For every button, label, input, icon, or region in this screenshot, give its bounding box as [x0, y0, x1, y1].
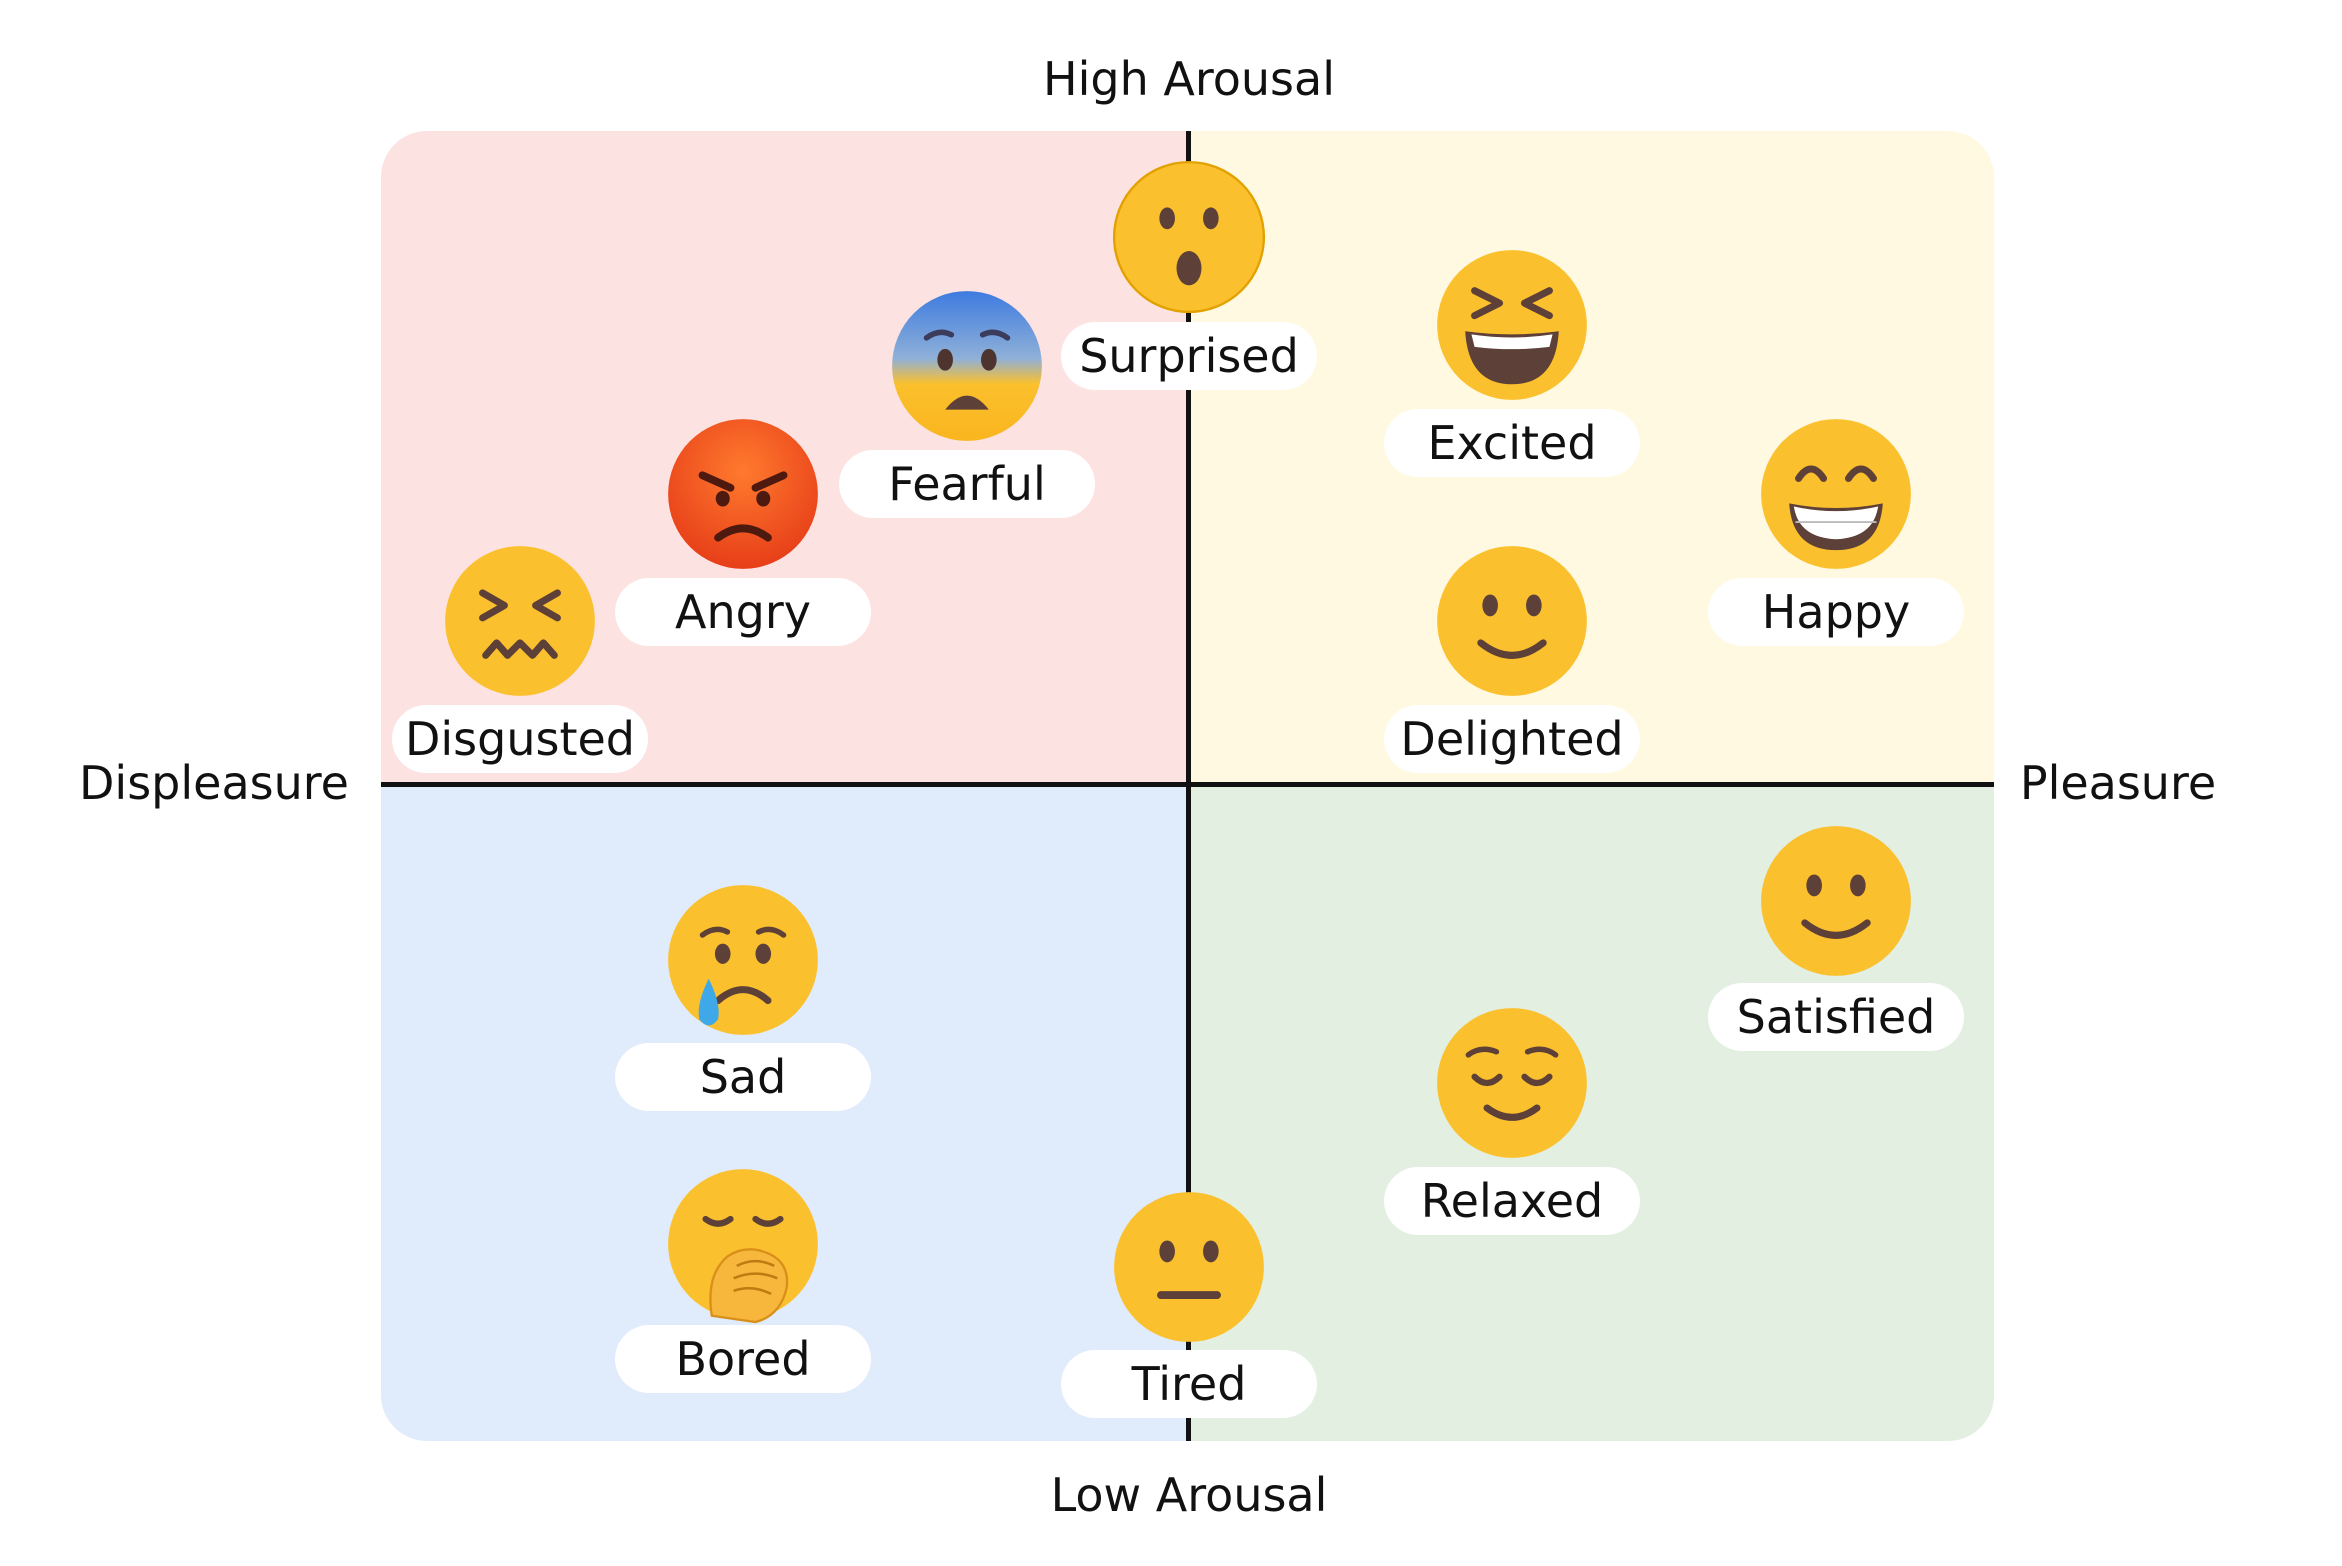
- emotion-label-sad: Sad: [615, 1043, 871, 1111]
- emotion-label-relaxed: Relaxed: [1384, 1167, 1640, 1235]
- emotion-label-surprised: Surprised: [1061, 322, 1317, 390]
- emotion-label-happy: Happy: [1708, 578, 1964, 646]
- sad-face-icon: [665, 882, 821, 1038]
- emotion-label-delighted: Delighted: [1384, 705, 1640, 773]
- emotion-label-fearful: Fearful: [839, 450, 1095, 518]
- satisfied-face-icon: [1758, 823, 1914, 979]
- delighted-face-icon: [1434, 543, 1590, 699]
- valence-axis-line: [381, 782, 1994, 787]
- bored-face-icon: [665, 1166, 821, 1324]
- axis-label-right: Pleasure: [2019, 756, 2217, 810]
- emotion-label-angry: Angry: [615, 578, 871, 646]
- fearful-face-icon: [889, 288, 1045, 444]
- excited-face-icon: [1434, 247, 1590, 403]
- relaxed-face-icon: [1434, 1005, 1590, 1161]
- surprised-face-icon: [1111, 159, 1267, 315]
- emotion-label-bored: Bored: [615, 1325, 871, 1393]
- emotion-label-tired: Tired: [1061, 1350, 1317, 1418]
- tired-face-icon: [1111, 1189, 1267, 1345]
- axis-label-bottom: Low Arousal: [1050, 1468, 1328, 1522]
- angry-face-icon: [665, 416, 821, 572]
- emotion-label-satisfied: Satisfied: [1708, 983, 1964, 1051]
- emotion-label-excited: Excited: [1384, 409, 1640, 477]
- disgusted-face-icon: [442, 543, 598, 699]
- emotion-label-disgusted: Disgusted: [392, 705, 648, 773]
- axis-label-top: High Arousal: [1043, 52, 1335, 106]
- axis-label-left: Displeasure: [79, 756, 349, 810]
- happy-face-icon: [1758, 416, 1914, 572]
